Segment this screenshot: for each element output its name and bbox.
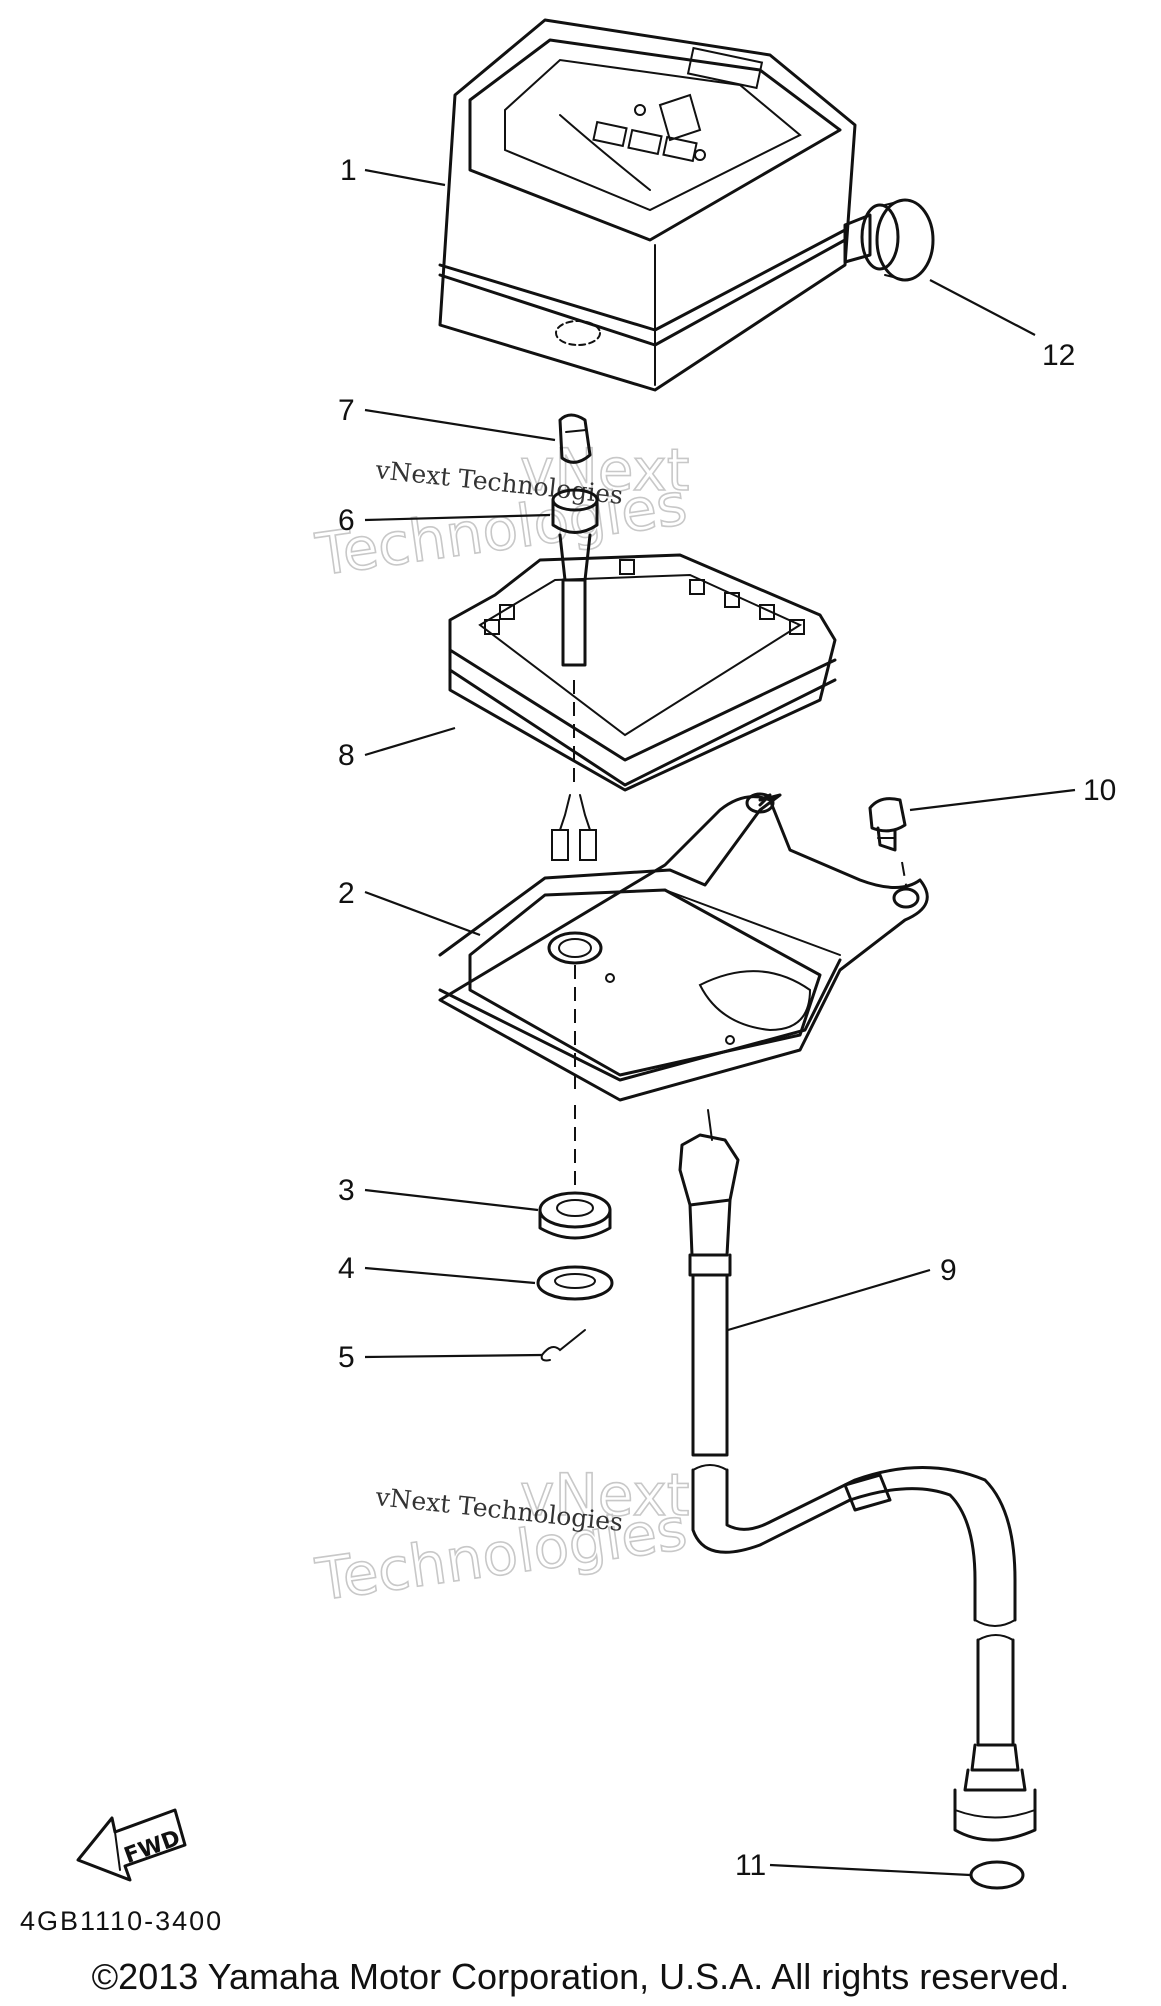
part-meter-gasket[interactable] xyxy=(448,553,837,792)
callout-12[interactable]: 12 xyxy=(1042,339,1075,372)
diagram-code: 4GB1110-3400 xyxy=(20,1906,224,1936)
part-reset-knob[interactable] xyxy=(843,198,935,282)
part-bulb[interactable] xyxy=(558,413,592,464)
callout-7[interactable]: 7 xyxy=(338,394,355,427)
part-washer[interactable] xyxy=(536,1265,614,1301)
callout-1[interactable]: 1 xyxy=(340,154,357,187)
callout-9[interactable]: 9 xyxy=(940,1254,957,1287)
callout-5[interactable]: 5 xyxy=(338,1341,355,1374)
part-grommet[interactable] xyxy=(538,1191,612,1240)
watermark-bottom: vNext Technologies vNext Technologies xyxy=(311,1460,692,1615)
callout-10[interactable]: 10 xyxy=(1083,774,1116,807)
callout-2[interactable]: 2 xyxy=(338,877,355,910)
callout-6[interactable]: 6 xyxy=(338,504,355,537)
part-meter-bracket[interactable] xyxy=(438,792,929,1190)
callout-3[interactable]: 3 xyxy=(338,1174,355,1207)
copyright-notice: ©2013 Yamaha Motor Corporation, U.S.A. A… xyxy=(91,1956,1070,1997)
callout-8[interactable]: 8 xyxy=(338,739,355,772)
callout-4[interactable]: 4 xyxy=(338,1252,355,1285)
part-bolt[interactable] xyxy=(868,797,907,886)
svg-text:vNext: vNext xyxy=(520,1461,689,1529)
part-meter-assembly[interactable] xyxy=(438,18,857,392)
fwd-arrow-icon: FWD xyxy=(76,1808,187,1882)
callout-11[interactable]: 11 xyxy=(735,1849,766,1882)
svg-text:vNext: vNext xyxy=(520,436,689,504)
part-clip[interactable] xyxy=(540,1329,586,1362)
part-wire-leads xyxy=(551,794,597,861)
fwd-label: FWD xyxy=(121,1826,184,1869)
part-o-ring[interactable] xyxy=(969,1860,1025,1890)
part-speedometer-cable[interactable] xyxy=(678,1109,1037,1842)
callout-numbers: 1 12 7 6 8 10 2 3 4 5 9 11 xyxy=(338,154,1116,1882)
leader-lines xyxy=(364,168,1076,1877)
